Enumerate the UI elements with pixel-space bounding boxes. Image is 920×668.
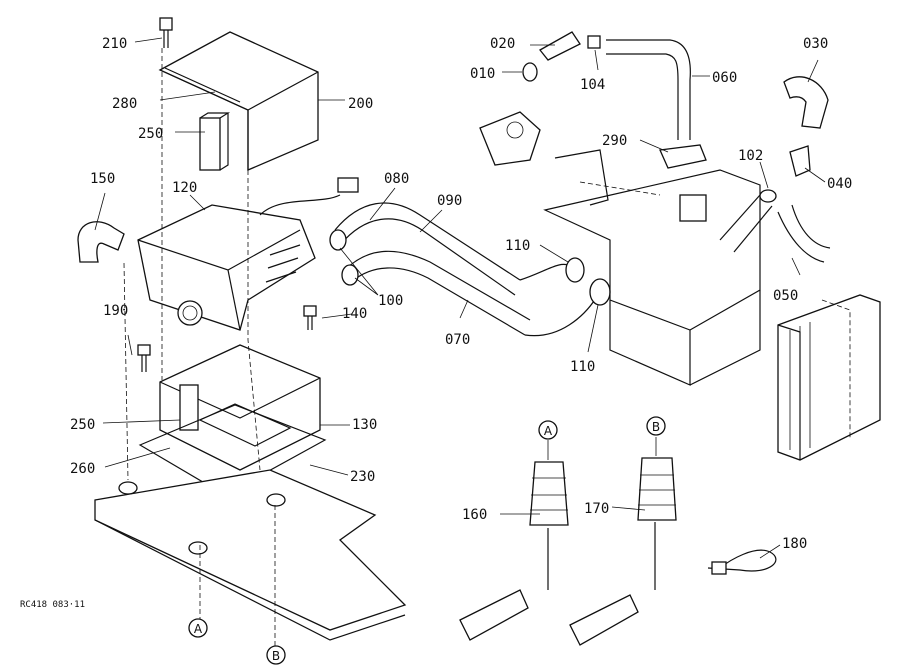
label-150: 150	[90, 171, 115, 187]
duct-160	[459, 461, 569, 641]
label-090: 090	[437, 193, 462, 209]
hose-050	[777, 204, 831, 263]
bolt-190	[137, 344, 151, 372]
grommet-110-lower	[589, 278, 611, 306]
label-200: 200	[348, 96, 373, 112]
bolt-210	[159, 17, 173, 48]
label-160: 160	[462, 507, 487, 523]
marker-b-plate: B	[266, 645, 286, 665]
leader-lines	[94, 37, 826, 559]
heater-hoses	[329, 202, 597, 337]
label-060: 060	[712, 70, 737, 86]
label-020: 020	[490, 36, 515, 52]
tie-band-180	[707, 549, 777, 575]
hose-030-040	[783, 76, 829, 177]
heater-cover	[158, 31, 319, 171]
label-190: 190	[103, 303, 128, 319]
bolt-140	[303, 305, 317, 330]
heater-unit	[137, 177, 359, 331]
grommet-110-upper	[565, 257, 585, 283]
label-250-lower: 250	[70, 417, 95, 433]
clamp-290	[659, 144, 707, 169]
marker-a-plate: A	[188, 618, 208, 638]
label-070: 070	[445, 332, 470, 348]
floor-plate	[94, 469, 407, 641]
label-110-lower: 110	[570, 359, 595, 375]
hose-102	[719, 189, 777, 253]
gasket-plate	[138, 404, 327, 496]
label-110-upper: 110	[505, 238, 530, 254]
marker-b-duct: B	[646, 416, 666, 436]
svg-text:B: B	[652, 420, 660, 434]
label-260: 260	[70, 461, 95, 477]
alignment-guides	[123, 48, 851, 648]
label-100: 100	[378, 293, 403, 309]
reference-code: RC418 083·11	[20, 600, 85, 610]
elbow-hose-150	[77, 221, 125, 263]
part-labels: 210 280 200 250 150 120 080 090 100 140 …	[70, 36, 852, 552]
label-140: 140	[342, 306, 367, 322]
label-170: 170	[584, 501, 609, 517]
duct-170	[569, 457, 677, 646]
label-050: 050	[773, 288, 798, 304]
radiator	[777, 294, 881, 461]
label-250-upper: 250	[138, 126, 163, 142]
label-080: 080	[384, 171, 409, 187]
label-104: 104	[580, 77, 605, 93]
hose-060	[606, 39, 691, 140]
marker-a-duct: A	[538, 420, 558, 440]
svg-text:A: A	[544, 424, 553, 438]
label-010: 010	[470, 66, 495, 82]
label-040: 040	[827, 176, 852, 192]
svg-text:A: A	[194, 622, 203, 636]
label-230: 230	[350, 469, 375, 485]
label-180: 180	[782, 536, 807, 552]
label-120: 120	[172, 180, 197, 196]
water-valve	[479, 31, 601, 166]
label-290: 290	[602, 133, 627, 149]
label-030: 030	[803, 36, 828, 52]
label-102: 102	[738, 148, 763, 164]
label-130: 130	[352, 417, 377, 433]
label-210: 210	[102, 36, 127, 52]
frame-structure	[543, 149, 761, 386]
label-280: 280	[112, 96, 137, 112]
svg-text:B: B	[272, 649, 280, 663]
